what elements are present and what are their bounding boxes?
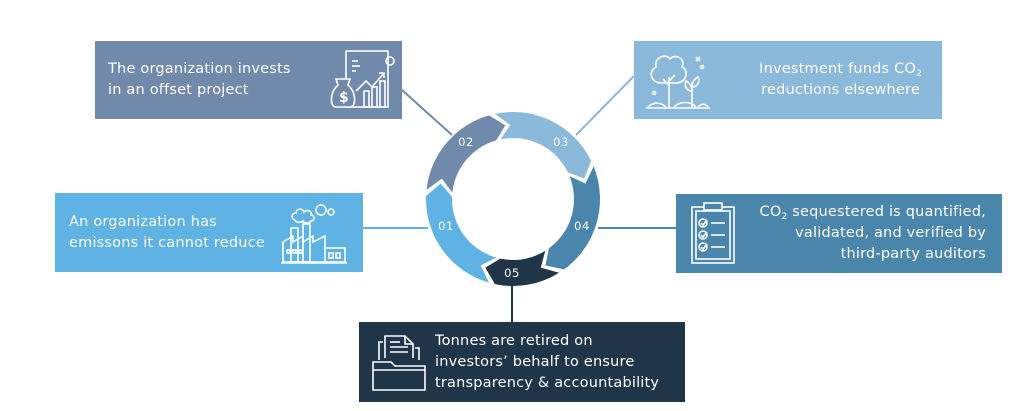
ring-segment-01 [426,183,497,283]
ring-segment-03 [494,112,592,179]
checklist-clipboard-icon [686,201,742,271]
factory-icon [281,200,349,270]
ring-segment-05 [485,250,560,286]
step-text-01: An organization has emissons it cannot r… [69,213,265,251]
step-box-01: An organization has emissons it cannot r… [55,193,363,272]
connector-02 [401,89,453,136]
step-box-05: Tonnes are retired on investors’ behalf … [359,322,685,402]
step-number-04: 04 [574,219,590,233]
step-number-03: 03 [553,135,569,149]
ring-segment-04 [545,166,601,270]
connector-03 [575,75,635,136]
step-box-02: The organization invests in an offset pr… [95,41,402,119]
money-bag-chart-icon: $ [330,47,398,117]
step-text-03: Investment funds CO2 reductions elsewher… [759,61,922,98]
document-folder-icon [369,328,429,398]
step-text-02: The organization invests in an offset pr… [108,61,291,98]
step-text-05: Tonnes are retired on investors’ behalf … [435,332,660,391]
step-number-02: 02 [458,135,474,149]
step-number-01: 01 [438,219,454,233]
plants-icon [644,47,712,117]
step-box-03: Investment funds CO2 reductions elsewher… [634,41,942,119]
step-number-05: 05 [504,266,520,280]
svg-text:$: $ [339,90,349,106]
step-text-04: CO2 sequestered is quantified, validated… [759,204,986,262]
cycle-ring [426,112,601,286]
ring-segment-02 [426,115,506,193]
step-box-04: CO2 sequestered is quantified, validated… [676,194,1002,273]
